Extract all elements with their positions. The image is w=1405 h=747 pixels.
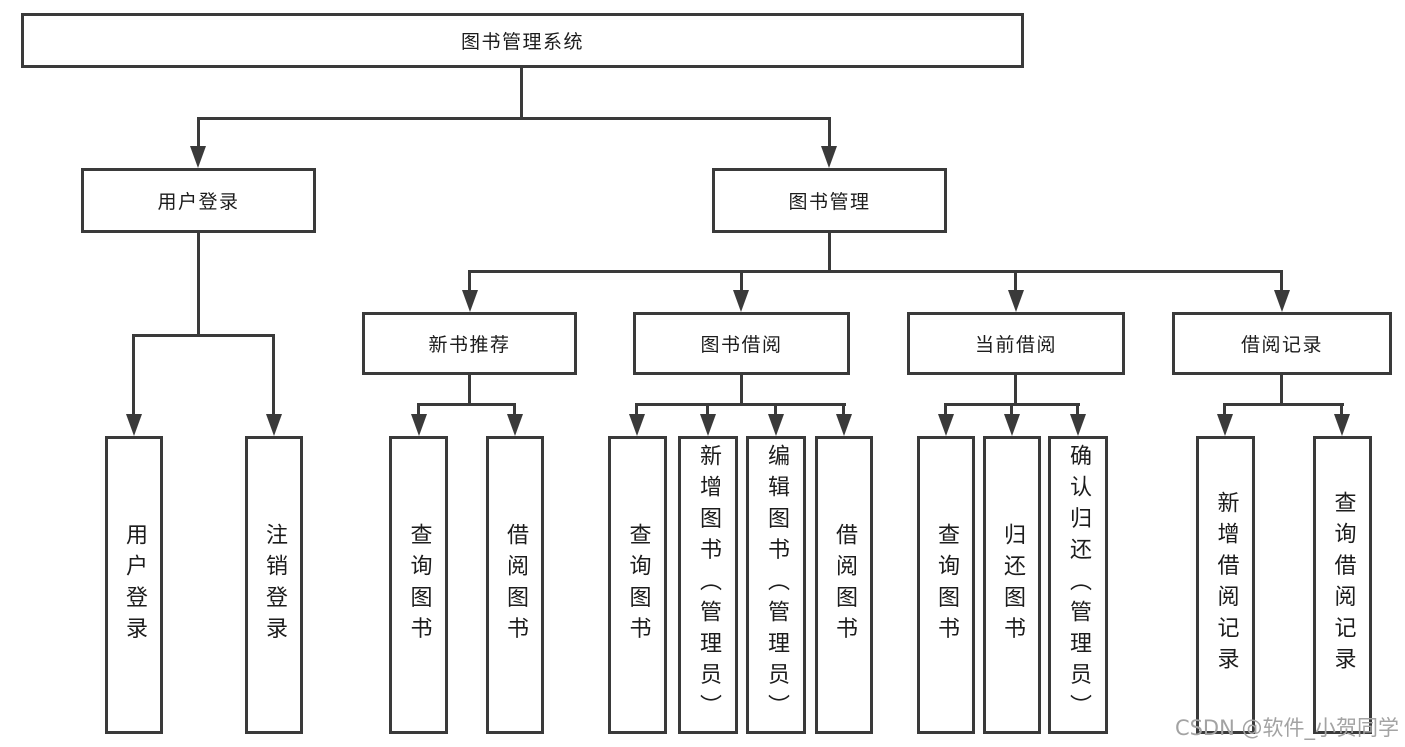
- node-library-system: 图书管理系统: [21, 13, 1024, 68]
- connector-to-borrow-log: [1280, 270, 1283, 292]
- node-borrow-log: 借阅记录: [1172, 312, 1392, 375]
- node-label: 图书管理: [788, 191, 871, 213]
- arrowhead-icon: [821, 146, 837, 168]
- connector-book-mgmt-stem: [828, 229, 831, 273]
- leaf-current-return-books: 归还图书: [983, 436, 1041, 734]
- connector-book-borrow-stem: [740, 373, 743, 406]
- arrowhead-icon: [190, 146, 206, 168]
- connector-leaf: [1223, 403, 1226, 416]
- leaf-label: 注销登录: [262, 522, 287, 648]
- arrowhead-icon: [1008, 290, 1024, 312]
- connector-to-book-mgmt: [828, 117, 831, 148]
- arrowhead-icon: [462, 290, 478, 312]
- arrowhead-icon: [733, 290, 749, 312]
- arrowhead-icon: [411, 414, 427, 436]
- leaf-borrow-edit-books-admin: 编辑图书（管理员）: [746, 436, 806, 734]
- node-label: 图书管理系统: [460, 31, 584, 53]
- connector-root-stem: [520, 67, 523, 119]
- arrowhead-icon: [836, 414, 852, 436]
- connector-new-book-rec-stem: [468, 373, 471, 406]
- connector-borrow-log-stem: [1280, 373, 1283, 406]
- arrowhead-icon: [1004, 414, 1020, 436]
- leaf-label: 新增借阅记录: [1213, 491, 1239, 679]
- leaf-label: 新增图书（管理员）: [696, 444, 721, 726]
- arrowhead-icon: [1070, 414, 1086, 436]
- node-label: 当前借阅: [974, 334, 1057, 356]
- leaf-logout: 注销登录: [245, 436, 303, 734]
- arrowhead-icon: [507, 414, 523, 436]
- leaf-label: 查询图书: [625, 522, 651, 648]
- leaf-current-confirm-return-admin: 确认归还（管理员）: [1048, 436, 1108, 734]
- leaf-label: 归还图书: [1000, 522, 1025, 648]
- node-book-mgmt: 图书管理: [712, 168, 947, 233]
- connector-user-login-branch: [132, 334, 275, 337]
- leaf-label: 用户登录: [122, 522, 147, 648]
- connector-to-new-book-rec: [468, 270, 471, 292]
- leaf-label: 借阅图书: [503, 522, 528, 648]
- leaf-current-query-books: 查询图书: [917, 436, 975, 734]
- connector-new-book-rec-branch: [417, 403, 516, 406]
- connector-leaf: [1340, 403, 1343, 416]
- connector-leaf: [1076, 403, 1079, 416]
- node-label: 借阅记录: [1240, 334, 1323, 356]
- node-label: 用户登录: [157, 191, 240, 213]
- connector-borrow-log-branch: [1223, 403, 1344, 406]
- connector-to-leaf-logout: [272, 334, 275, 416]
- node-label: 新书推荐: [428, 334, 511, 356]
- leaf-label: 查询借阅记录: [1330, 491, 1356, 679]
- connector-leaf: [417, 403, 420, 416]
- connector-to-book-borrow: [740, 270, 743, 292]
- connector-book-mgmt-branch: [468, 270, 1283, 273]
- arrowhead-icon: [629, 414, 645, 436]
- arrowhead-icon: [938, 414, 954, 436]
- connector-to-leaf-user-login: [132, 334, 135, 416]
- connector-leaf: [944, 403, 947, 416]
- leaf-user-login: 用户登录: [105, 436, 163, 734]
- arrowhead-icon: [700, 414, 716, 436]
- arrowhead-icon: [768, 414, 784, 436]
- arrowhead-icon: [1334, 414, 1350, 436]
- leaf-label: 确认归还（管理员）: [1066, 444, 1091, 726]
- csdn-watermark: CSDN @软件_小贺同学: [1174, 716, 1399, 740]
- leaf-log-add-record: 新增借阅记录: [1196, 436, 1255, 734]
- node-user-login: 用户登录: [81, 168, 316, 233]
- node-current-borrow: 当前借阅: [907, 312, 1125, 375]
- connector-root-branch: [197, 117, 831, 120]
- leaf-newrec-query-books: 查询图书: [389, 436, 448, 734]
- arrowhead-icon: [1274, 290, 1290, 312]
- leaf-borrow-query-books: 查询图书: [608, 436, 667, 734]
- leaf-label: 查询图书: [406, 522, 432, 648]
- arrowhead-icon: [266, 414, 282, 436]
- leaf-borrow-add-books-admin: 新增图书（管理员）: [678, 436, 738, 734]
- connector-to-user-login: [197, 117, 200, 148]
- connector-current-borrow-stem: [1014, 373, 1017, 406]
- connector-leaf: [513, 403, 516, 416]
- connector-leaf: [706, 403, 709, 416]
- connector-leaf: [635, 403, 638, 416]
- leaf-label: 查询图书: [934, 522, 959, 648]
- node-label: 图书借阅: [700, 334, 783, 356]
- leaf-label: 编辑图书（管理员）: [764, 444, 789, 726]
- leaf-borrow-borrow-books: 借阅图书: [815, 436, 873, 734]
- connector-leaf: [1010, 403, 1013, 416]
- connector-leaf: [842, 403, 845, 416]
- connector-to-current-borrow: [1014, 270, 1017, 292]
- connector-book-borrow-branch: [635, 403, 846, 406]
- leaf-label: 借阅图书: [832, 522, 857, 648]
- node-book-borrow: 图书借阅: [633, 312, 850, 375]
- arrowhead-icon: [126, 414, 142, 436]
- leaf-log-query-record: 查询借阅记录: [1313, 436, 1372, 734]
- connector-leaf: [774, 403, 777, 416]
- arrowhead-icon: [1217, 414, 1233, 436]
- node-new-book-rec: 新书推荐: [362, 312, 577, 375]
- connector-user-login-stem: [197, 230, 200, 337]
- leaf-newrec-borrow-books: 借阅图书: [486, 436, 544, 734]
